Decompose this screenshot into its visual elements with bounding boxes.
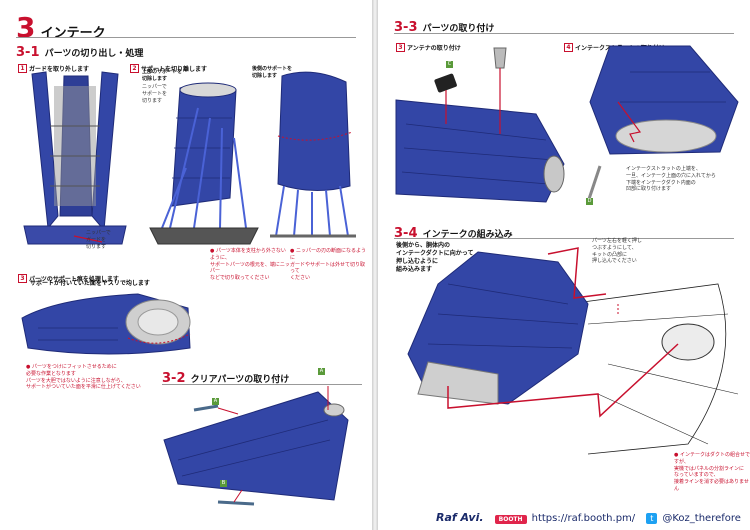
section-number: 3-1	[16, 45, 40, 60]
section-3-2-divider	[162, 384, 362, 385]
footer: Raf Avi. BOOTH https://raf.booth.pm/ t @…	[436, 506, 741, 525]
footer-url[interactable]: https://raf.booth.pm/	[531, 513, 636, 524]
section-title: クリアパーツの取り付け	[190, 375, 290, 385]
intake-supports-illustration	[149, 82, 259, 245]
step-number: 2	[130, 64, 139, 73]
sanded-intake-illustration	[21, 293, 191, 355]
intake-install-illustration	[407, 247, 739, 455]
tag-a: A	[318, 368, 325, 375]
section-3-3-divider	[394, 33, 734, 34]
section-number: 3-2	[162, 371, 186, 386]
section-title: パーツの切り出し・処理	[44, 49, 144, 59]
tag-d: D	[586, 198, 593, 205]
guard-note: ● パーツ本体を支柱から外さないように、 サポートパーツの根元を、端にニッパー …	[210, 248, 290, 281]
guard-part-illustration	[23, 71, 127, 245]
guard-callout: ニッパーで ガードを 切ります	[86, 230, 111, 250]
step-label: ガードを取り外します	[29, 66, 90, 73]
page-gutter	[372, 0, 378, 530]
section-title: インテークの組み込み	[422, 230, 513, 240]
section-3-4-desc: 後側から、胴体内の インテークダクトに向かって 押し込むように 組み込みます	[396, 242, 474, 274]
rear-support-label: 後側のサポートを 切除します	[252, 66, 293, 79]
step-2-sub: 上部のサポートを 切除します	[142, 69, 183, 82]
section-3-2-heading: 3-2 クリアパーツの取り付け	[162, 367, 289, 386]
strut-note: インテークストラットの上端を、 一旦、インテーク上面の穴に入れてから 下端をイン…	[626, 166, 716, 193]
chapter-divider	[16, 37, 356, 38]
section-number: 3-3	[394, 20, 418, 35]
guard-note-text: パーツ本体を支柱から外さないように、 サポートパーツの根元を、端にニッパー など…	[210, 248, 290, 281]
step-label: アンテナの取り付け	[407, 45, 461, 52]
section-number: 3-4	[394, 226, 418, 241]
step-2-callout: ニッパーで サポートを 切ります	[142, 84, 168, 104]
bottom-note: ● インテークはダクトの組合せですが、 実機ではパネルの分割ラインに なっていま…	[674, 452, 750, 492]
booth-badge: BOOTH	[494, 515, 527, 524]
section-title: パーツの取り付け	[422, 24, 495, 34]
section-3-4-heading: 3-4 インテークの組み込み	[394, 222, 513, 241]
step-3-note-text: パーツをつけにフィットさせるために 必要な作業となります パーツを大胆ではないよ…	[26, 364, 141, 391]
section-3-4-callout: パーツ左右を軽く押し つぶすようにして、 キットの凸部に 押し込んでください	[592, 238, 642, 265]
footer-brand: Raf Avi.	[436, 511, 484, 524]
step-number: 1	[18, 64, 27, 73]
section-3-4-divider	[394, 238, 734, 239]
step-number: 3	[396, 43, 405, 52]
step-number: 4	[564, 43, 573, 52]
strut-illustration	[586, 45, 739, 203]
tag-b: B	[220, 480, 227, 487]
chapter-title: インテーク	[40, 26, 106, 41]
tag-c: C	[446, 61, 453, 68]
twitter-icon: t	[646, 513, 658, 524]
step-label: パーツのサポート痕を処理します	[29, 276, 119, 283]
antenna-illustration	[395, 47, 565, 203]
step-3-note: ● パーツをつけにフィットさせるために 必要な作業となります パーツを大胆ではな…	[26, 364, 141, 391]
section-3-1-heading: 3-1 パーツの切り出し・処理	[16, 41, 143, 60]
tag-a-2: A	[212, 398, 219, 405]
step-label: サポートを切り離します	[141, 66, 208, 73]
chapter-number: 3	[16, 11, 36, 44]
bottom-note-text: インテークはダクトの組合せですが、 実機ではパネルの分割ラインに なっていますの…	[674, 452, 750, 492]
step-3-sub: サポートが付いていた面をヤスリで均します	[30, 280, 150, 287]
rear-supports-illustration	[270, 71, 356, 238]
step-number: 3	[18, 274, 27, 283]
section-3-3-heading: 3-3 パーツの取り付け	[394, 16, 494, 35]
rear-note: ● ニッパーの刃の断面になるように ガードやサポートは外せて切り取って ください	[290, 248, 366, 281]
rear-note-text: ニッパーの刃の断面になるように ガードやサポートは外せて切り取って ください	[290, 248, 366, 281]
footer-twitter[interactable]: @Koz_therefore	[662, 513, 741, 524]
clear-parts-illustration	[163, 386, 349, 506]
